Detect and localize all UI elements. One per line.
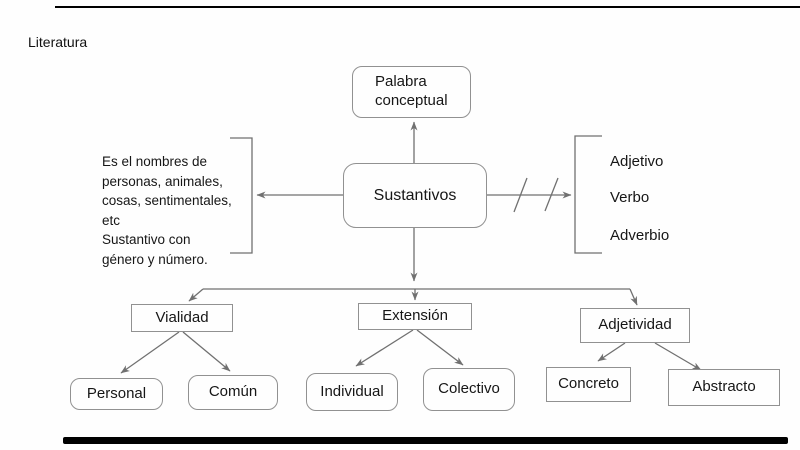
node-colectivo[interactable]: Colectivo — [423, 368, 515, 411]
node-palabra-conceptual[interactable]: Palabra conceptual — [352, 66, 471, 118]
arrow-to-adjetividad — [629, 288, 638, 306]
slash-mark — [513, 177, 528, 213]
node-sustantivos[interactable]: Sustantivos — [343, 163, 487, 228]
arrow-vialidad-personal — [120, 331, 180, 374]
bottom-frame-rule — [63, 437, 788, 444]
node-adjetividad[interactable]: Adjetividad — [580, 308, 690, 343]
arrow-adjetividad-concreto — [597, 342, 626, 362]
arrow-vialidad-comun — [182, 331, 231, 372]
arrow-extension-colectivo — [416, 329, 464, 366]
node-vialidad[interactable]: Vialidad — [131, 304, 233, 332]
arrow-adjetividad-abstracto — [654, 342, 702, 371]
excluded-item-verbo: Verbo — [610, 189, 650, 206]
arrow-extension-individual — [355, 329, 414, 367]
node-extension[interactable]: Extensión — [358, 303, 472, 330]
top-frame-rule — [55, 6, 800, 8]
excluded-item-adverbio: Adverbio — [610, 227, 670, 244]
node-individual[interactable]: Individual — [306, 373, 398, 411]
slash-mark — [544, 177, 559, 212]
node-concreto[interactable]: Concreto — [546, 367, 631, 402]
node-comun[interactable]: Común — [188, 375, 278, 410]
definition-note: Es el nombres de personas, animales, cos… — [102, 154, 232, 267]
arrow-to-vialidad — [188, 288, 204, 302]
page-title: Literatura — [28, 34, 88, 50]
node-personal[interactable]: Personal — [70, 378, 163, 410]
left-bracket — [230, 137, 253, 254]
excluded-item-adjetivo: Adjetivo — [610, 153, 664, 170]
right-bracket — [574, 135, 602, 254]
node-abstracto[interactable]: Abstracto — [668, 369, 780, 406]
